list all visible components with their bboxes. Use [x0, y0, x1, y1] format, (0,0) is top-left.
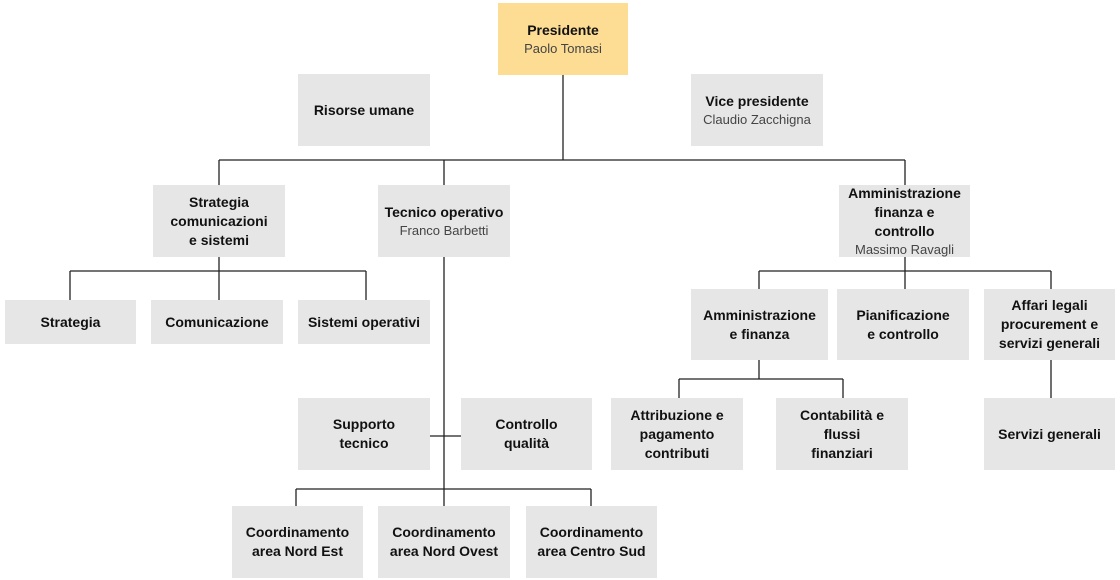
node-supporto-tecnico: Supporto tecnico	[298, 398, 430, 470]
node-title-line: Coordinamento	[245, 524, 350, 540]
node-person-name: Franco Barbetti	[399, 222, 489, 238]
node-title-line: Amministrazione	[703, 306, 816, 323]
node-amministrazione-e-finanza: Amministrazione e finanza	[691, 289, 828, 360]
node-title-line: comunicazioni	[170, 212, 268, 229]
node-title: Sistemi operativi	[307, 313, 421, 330]
node-title-line: Attribuzione e	[630, 406, 724, 423]
node-attribuzione-pagamento-contributi: Attribuzione e pagamento contributi	[611, 398, 743, 470]
node-title-line: pagamento	[639, 425, 715, 442]
node-title-line: Supporto	[332, 416, 396, 432]
node-pianificazione-e-controllo: Pianificazione e controllo	[837, 289, 969, 360]
node-title-line: area Centro Sud	[537, 543, 646, 559]
node-coordinamento-centro-sud: Coordinamento area Centro Sud	[526, 506, 657, 578]
node-controllo-qualita: Controllo qualità	[461, 398, 592, 470]
node-strategia-comunicazioni-sistemi: Strategia comunicazioni e sistemi	[153, 185, 285, 257]
node-title-line: Coordinamento	[392, 524, 496, 540]
node-title-line: Strategia	[189, 193, 249, 210]
node-person-name: Paolo Tomasi	[524, 40, 602, 56]
node-title-line: Pianificazione	[856, 306, 950, 323]
node-contabilita-flussi-finanziari: Contabilità e flussi finanziari	[776, 398, 908, 470]
node-title-line: finanza e controllo	[874, 203, 935, 239]
node-title-line: tecnico	[339, 435, 389, 451]
node-title-line: e sistemi	[189, 231, 249, 248]
node-title-line: contributi	[644, 444, 710, 461]
node-title-line: finanziari	[811, 444, 873, 461]
node-title: Comunicazione	[165, 313, 269, 330]
node-title-line: Coordinamento	[539, 524, 644, 540]
node-title: Presidente	[527, 21, 599, 38]
node-presidente: Presidente Paolo Tomasi	[498, 3, 628, 75]
node-risorse-umane: Risorse umane	[298, 74, 430, 146]
node-coordinamento-nord-est: Coordinamento area Nord Est	[232, 506, 363, 578]
node-strategia: Strategia	[5, 300, 136, 344]
node-title-line: procurement e	[1000, 316, 1099, 332]
node-title: Risorse umane	[313, 101, 415, 118]
node-title-line: servizi generali	[998, 335, 1101, 351]
node-vice-presidente: Vice presidente Claudio Zacchigna	[691, 74, 823, 146]
node-comunicazione: Comunicazione	[151, 300, 283, 344]
node-person-name: Massimo Ravagli	[855, 241, 954, 257]
node-title: Tecnico operativo	[384, 203, 504, 220]
node-title-line: qualità	[503, 435, 550, 451]
node-coordinamento-nord-ovest: Coordinamento area Nord Ovest	[378, 506, 510, 578]
node-title-line: e controllo	[867, 325, 939, 342]
node-title-line: area Nord Ovest	[389, 543, 499, 559]
node-title-line: Affari legali	[1011, 297, 1088, 313]
node-tecnico-operativo: Tecnico operativo Franco Barbetti	[378, 185, 510, 257]
node-person-name: Claudio Zacchigna	[703, 111, 811, 127]
node-amministrazione-finanza-controllo: Amministrazione finanza e controllo Mass…	[839, 185, 970, 257]
node-title-line: Contabilità e flussi	[799, 406, 884, 442]
node-title: Servizi generali	[998, 425, 1101, 442]
node-servizi-generali: Servizi generali	[984, 398, 1115, 470]
node-title-line: Amministrazione	[848, 184, 961, 201]
node-title-line: Controllo	[495, 416, 558, 432]
node-title-line: e finanza	[729, 325, 790, 342]
node-title: Strategia	[40, 313, 101, 330]
node-affari-legali: Affari legali procurement e servizi gene…	[984, 289, 1115, 360]
node-title: Vice presidente	[705, 92, 809, 109]
node-sistemi-operativi: Sistemi operativi	[298, 300, 430, 344]
node-title-line: area Nord Est	[251, 543, 344, 559]
